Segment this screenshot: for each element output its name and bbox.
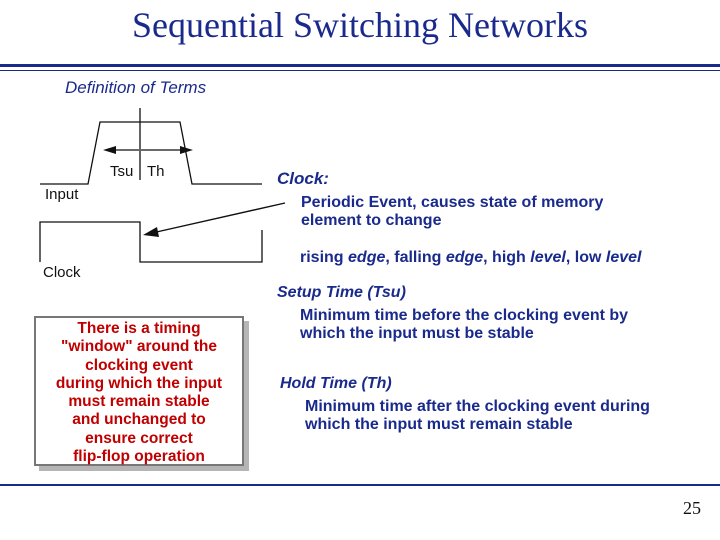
hold-time-description: Minimum time after the clocking event du… [305, 398, 650, 433]
page-number: 25 [683, 498, 701, 518]
clock-label: Clock [43, 264, 81, 281]
tsu-label: Tsu [110, 163, 134, 180]
timing-window-callout: There is a timing "window" around the cl… [34, 316, 244, 466]
window-arrowheads [103, 146, 193, 154]
edge-level-list: rising edge, falling edge, high level, l… [300, 249, 642, 266]
input-label: Input [45, 186, 79, 203]
hold-time-term: Hold Time (Th) [280, 375, 392, 392]
title-rule-thin [0, 70, 720, 71]
setup-time-term: Setup Time (Tsu) [277, 284, 406, 301]
setup-time-description: Minimum time before the clocking event b… [300, 307, 629, 342]
clock-waveform [39, 221, 263, 263]
clock-edge-arrowhead [143, 227, 159, 237]
callout-text: There is a timing "window" around the cl… [55, 320, 223, 466]
footer-rule [0, 484, 720, 486]
clock-description: Periodic Event, causes state of memory e… [301, 194, 604, 229]
clock-term: Clock: [277, 169, 329, 188]
page-title: Sequential Switching Networks [132, 5, 588, 45]
title-rule-thick [0, 64, 720, 67]
section-subtitle: Definition of Terms [65, 78, 207, 97]
th-label: Th [147, 163, 165, 180]
